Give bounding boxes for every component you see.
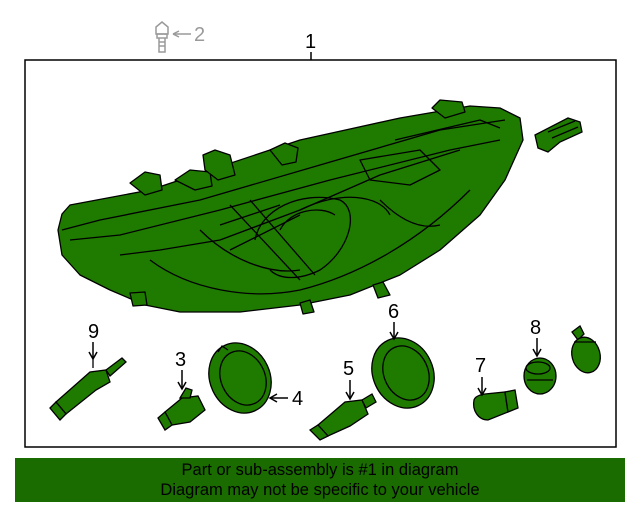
- callout-2: 2: [194, 24, 205, 46]
- callout-6: 6: [388, 301, 399, 323]
- callout-8: 8: [530, 317, 541, 339]
- bulb-part-3[interactable]: [157, 387, 206, 431]
- bulb-part-9[interactable]: [49, 357, 127, 421]
- dust-cap-part-6[interactable]: [361, 328, 446, 419]
- disclaimer-banner: Part or sub-assembly is #1 in diagram Di…: [15, 458, 625, 502]
- assembly-frame: [24, 59, 617, 448]
- callout-9: 9: [88, 321, 99, 343]
- bulb-part-7[interactable]: [472, 389, 519, 421]
- headlamp-assembly-part-1[interactable]: [57, 99, 524, 315]
- callout-3: 3: [175, 349, 186, 371]
- callout-5: 5: [343, 358, 354, 380]
- callout-7: 7: [475, 355, 486, 377]
- side-bracket[interactable]: [534, 117, 583, 153]
- disclaimer-line-2: Diagram may not be specific to your vehi…: [160, 481, 480, 499]
- callout-4: 4: [292, 388, 303, 410]
- bolt-part-2[interactable]: [155, 21, 191, 53]
- bulb-part-5[interactable]: [308, 393, 377, 441]
- disclaimer-line-1: Part or sub-assembly is #1 in diagram: [181, 461, 459, 479]
- socket-part-8[interactable]: [523, 325, 604, 395]
- dust-cap-part-4[interactable]: [198, 333, 283, 424]
- callout-1: 1: [305, 31, 316, 53]
